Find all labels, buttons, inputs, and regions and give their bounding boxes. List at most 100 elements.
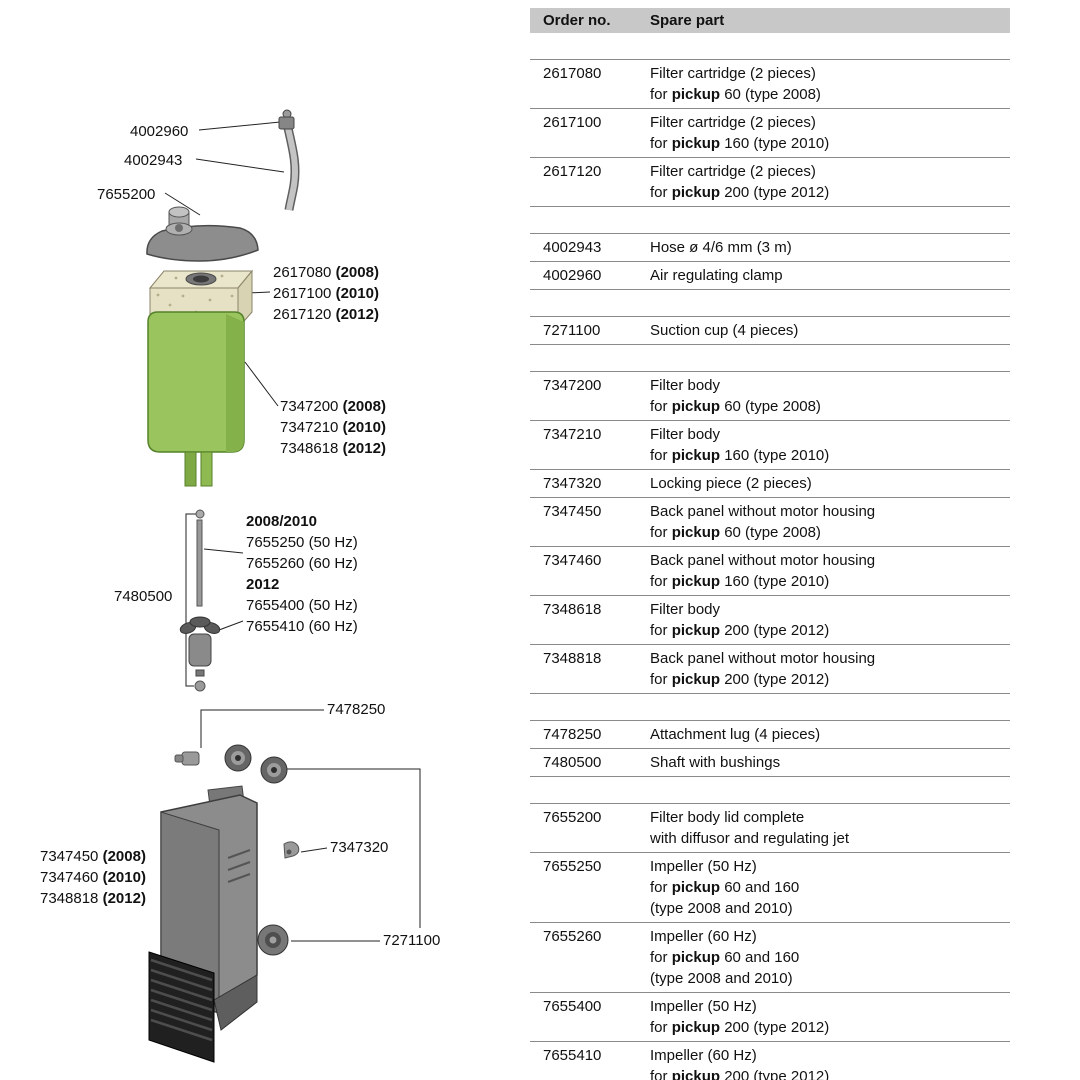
text-line: 7655250 (50 Hz)	[246, 534, 358, 551]
text-line: for pickup 200 (type 2012)	[650, 671, 830, 688]
text-line: 4002960	[130, 123, 189, 140]
suction-cup-illustration	[257, 924, 289, 956]
text-line: 7478250	[327, 701, 386, 718]
text-line: 2617100 (2010)	[273, 285, 379, 302]
air-clamp-illustration	[278, 109, 295, 130]
spare-part-cell: Locking piece (2 pieces)	[650, 473, 1010, 494]
order-no-cell: 7347200	[543, 377, 602, 394]
text-line: for pickup 60 and 160	[650, 879, 800, 896]
text-line: for pickup 200 (type 2012)	[650, 184, 830, 201]
text-line: for pickup 160 (type 2010)	[650, 135, 830, 152]
locking-piece-illustration	[283, 841, 300, 859]
label-shaft: 7480500	[114, 586, 172, 607]
order-no-cell: 7348818	[543, 650, 602, 667]
text-line: 7655200	[97, 186, 156, 203]
text-line: 7347450 (2008)	[40, 848, 146, 865]
order-no-cell: 2617100	[543, 114, 602, 131]
text-line: for pickup 60 (type 2008)	[650, 398, 821, 415]
table-row: 4002960 Air regulating clamp	[530, 261, 1010, 289]
text-line: Filter body	[650, 377, 721, 394]
text-line: Back panel without motor housing	[650, 650, 876, 667]
text-line: 7347460 (2010)	[40, 869, 146, 886]
text-line: with diffusor and regulating jet	[650, 830, 850, 847]
spare-part-cell: Impeller (60 Hz)for pickup 200 (type 201…	[650, 1045, 1010, 1080]
order-no-cell: 7480500	[543, 754, 602, 771]
table-row: 7348818 Back panel without motor housing f…	[530, 644, 1010, 693]
back-panel-illustration	[148, 785, 258, 1063]
label-air-clamp: 4002960	[130, 121, 188, 142]
text-line: Back panel without motor housing	[650, 552, 876, 569]
order-no-cell: 2617120	[543, 163, 602, 180]
order-no-cell: 7655200	[543, 809, 602, 826]
spare-part-cell: Filter cartridge (2 pieces) for pickup 60…	[650, 63, 1010, 105]
text-line: (type 2008 and 2010)	[650, 970, 793, 987]
spare-part-cell: Air regulating clamp	[650, 265, 1010, 286]
order-no-cell: 7655260	[543, 928, 602, 945]
table-row: 2617120 Filter cartridge (2 pieces) for pi…	[530, 157, 1010, 206]
order-no-cell: 7347460	[543, 552, 602, 569]
spare-part-cell: Attachment lug (4 pieces)	[650, 724, 1010, 745]
exploded-diagram: 4002960 4002943 7655200 2617080 (2008) 26…	[0, 0, 530, 1080]
text-line: Impeller (50 Hz)	[650, 858, 757, 875]
label-locking-piece: 7347320	[330, 837, 388, 858]
text-line: 2617080 (2008)	[273, 264, 379, 281]
text-line: Filter cartridge (2 pieces)	[650, 163, 816, 180]
text-line: 7655260 (60 Hz)	[246, 555, 358, 572]
filter-body-illustration	[147, 311, 245, 487]
label-lid: 7655200	[97, 184, 155, 205]
text-line: for pickup 60 (type 2008)	[650, 524, 821, 541]
text-line: 7348618 (2012)	[280, 440, 386, 457]
text-line: for pickup 60 and 160	[650, 949, 800, 966]
table-header: Order no. Spare part	[530, 8, 1010, 33]
header-spare-part: Spare part	[650, 12, 725, 29]
spare-part-cell: Filter body for pickup 200 (type 2012)	[650, 599, 1010, 641]
attachment-lug-illustration	[174, 751, 200, 766]
text-line: for pickup 60 (type 2008)	[650, 86, 821, 103]
text-line: 4002943	[124, 152, 183, 169]
text-line: 7655400 (50 Hz)	[246, 597, 358, 614]
text-line: 2008/2010	[246, 513, 317, 530]
text-line: 7655410 (60 Hz)	[246, 618, 358, 635]
text-line: Impeller (60 Hz)	[650, 1047, 757, 1064]
order-no-cell: 7348618	[543, 601, 602, 618]
text-line: 7348818 (2012)	[40, 890, 146, 907]
spare-part-cell: Filter cartridge (2 pieces) for pickup 16…	[650, 112, 1010, 154]
text-line: (type 2008 and 2010)	[650, 900, 793, 917]
label-filter-body: 7347200 (2008)7347210 (2010)7348618 (201…	[280, 396, 386, 459]
order-no-cell: 4002960	[543, 267, 602, 284]
spare-part-cell: Back panel without motor housing for pick…	[650, 648, 1010, 690]
order-no-cell: 7347210	[543, 426, 602, 443]
text-line: for pickup 160 (type 2010)	[650, 447, 830, 464]
text-line: 7480500	[114, 588, 173, 605]
spare-part-cell: Impeller (50 Hz)for pickup 200 (type 201…	[650, 996, 1010, 1038]
text-line: for pickup 200 (type 2012)	[650, 622, 830, 639]
text-line: Filter cartridge (2 pieces)	[650, 65, 816, 82]
text-line: Filter body	[650, 601, 721, 618]
impeller-illustration	[179, 616, 221, 692]
label-cartridge: 2617080 (2008)2617100 (2010)2617120 (201…	[273, 262, 379, 325]
table-row: 7655260 Impeller (60 Hz)for pickup 60 and…	[530, 922, 1010, 992]
text-line: Filter cartridge (2 pieces)	[650, 114, 816, 131]
spare-part-cell: Impeller (60 Hz)for pickup 60 and 160(ty…	[650, 926, 1010, 989]
text-line: 7347210 (2010)	[280, 419, 386, 436]
order-no-cell: 7347450	[543, 503, 602, 520]
text-line: for pickup 200 (type 2012)	[650, 1019, 830, 1036]
